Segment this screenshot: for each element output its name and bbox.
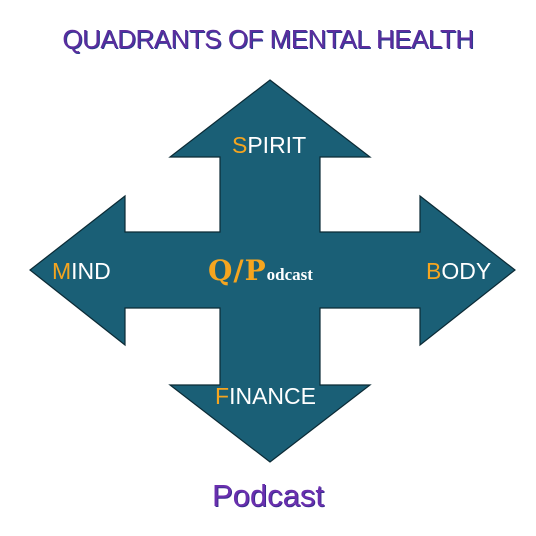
spirit-rest: PIRIT <box>247 132 307 158</box>
qp-podcast-logo: Q/Podcast <box>208 257 313 285</box>
body-label: BODY <box>426 260 491 283</box>
page-title: QUADRANTS OF MENTAL HEALTH <box>62 24 474 54</box>
finance-label: FINANCE <box>215 385 316 408</box>
finance-rest: INANCE <box>229 383 316 409</box>
body-rest: ODY <box>441 258 492 284</box>
cross-arrow-shape <box>29 79 516 463</box>
mind-rest: IND <box>71 258 111 284</box>
finance-initial: F <box>215 383 230 409</box>
mind-initial: M <box>52 258 72 284</box>
logo-suffix: odcast <box>266 265 313 284</box>
mind-label: MIND <box>52 260 111 283</box>
spirit-initial: S <box>232 132 248 158</box>
spirit-label: SPIRIT <box>232 134 306 157</box>
podcast-footer: Podcast <box>211 478 324 513</box>
body-initial: B <box>426 258 442 284</box>
logo-mark: Q/P <box>208 254 267 287</box>
